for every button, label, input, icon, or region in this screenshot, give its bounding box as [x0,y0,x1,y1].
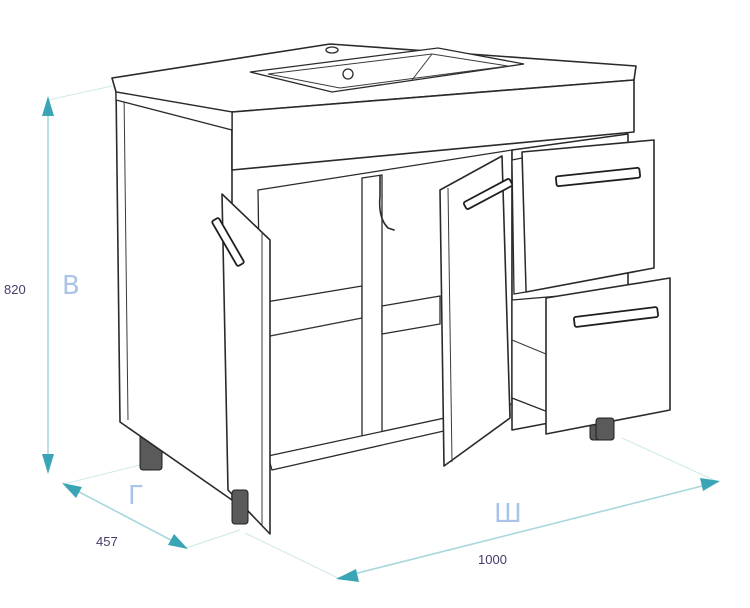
shelf-right [381,295,441,335]
width-extension-right [621,437,719,483]
dimension-labels: В 820 Г 457 Ш 1000 [4,271,522,567]
depth-extension-bottom [185,529,241,549]
depth-arrow-end [168,534,188,549]
cabinet [111,43,671,535]
basin-bowl-inner [267,53,509,89]
width-extension-left [244,532,339,579]
width-arrow-right [700,478,720,491]
upper-drawer[interactable] [521,139,655,293]
left-door-handle[interactable] [211,217,245,267]
height-letter: В [62,271,80,301]
shelf-left-front-edge [269,317,363,337]
siphon [378,175,395,231]
lower-drawer[interactable] [545,277,671,435]
width-dimension-line [337,481,719,579]
basin-apron [231,79,635,171]
right-door-thickness [447,187,453,463]
height-value: 820 [4,282,26,297]
dimension-lines [42,85,720,582]
right-door[interactable] [439,155,511,467]
foot-front-left [231,489,249,525]
right-door-handle[interactable] [462,178,514,210]
overflow-hole [342,68,354,80]
width-value: 1000 [478,552,507,567]
height-arrow-top [42,96,54,116]
cabinet-left-side [115,85,233,501]
counter-front-band [115,91,233,131]
left-door[interactable] [221,193,271,535]
upper-drawer-side [511,157,527,295]
height-extension-top [47,85,113,101]
basin-bowl-slope [411,53,433,81]
depth-arrow-start [62,483,82,498]
lower-drawer-box-line [511,339,547,355]
upper-drawer-handle[interactable] [555,166,641,188]
height-arrow-bottom [42,454,54,474]
depth-extension-top [63,464,141,485]
depth-letter: Г [128,481,144,511]
center-divider [361,174,383,441]
foot-front-right [595,417,615,441]
width-arrow-left [336,569,359,582]
depth-value: 457 [96,534,118,549]
depth-dimension-line [63,483,187,549]
width-letter: Ш [494,499,522,529]
left-side-inner-edge [123,91,129,421]
faucet-hole [325,46,339,54]
lower-drawer-handle[interactable] [573,306,659,328]
basin-bowl [249,47,525,93]
